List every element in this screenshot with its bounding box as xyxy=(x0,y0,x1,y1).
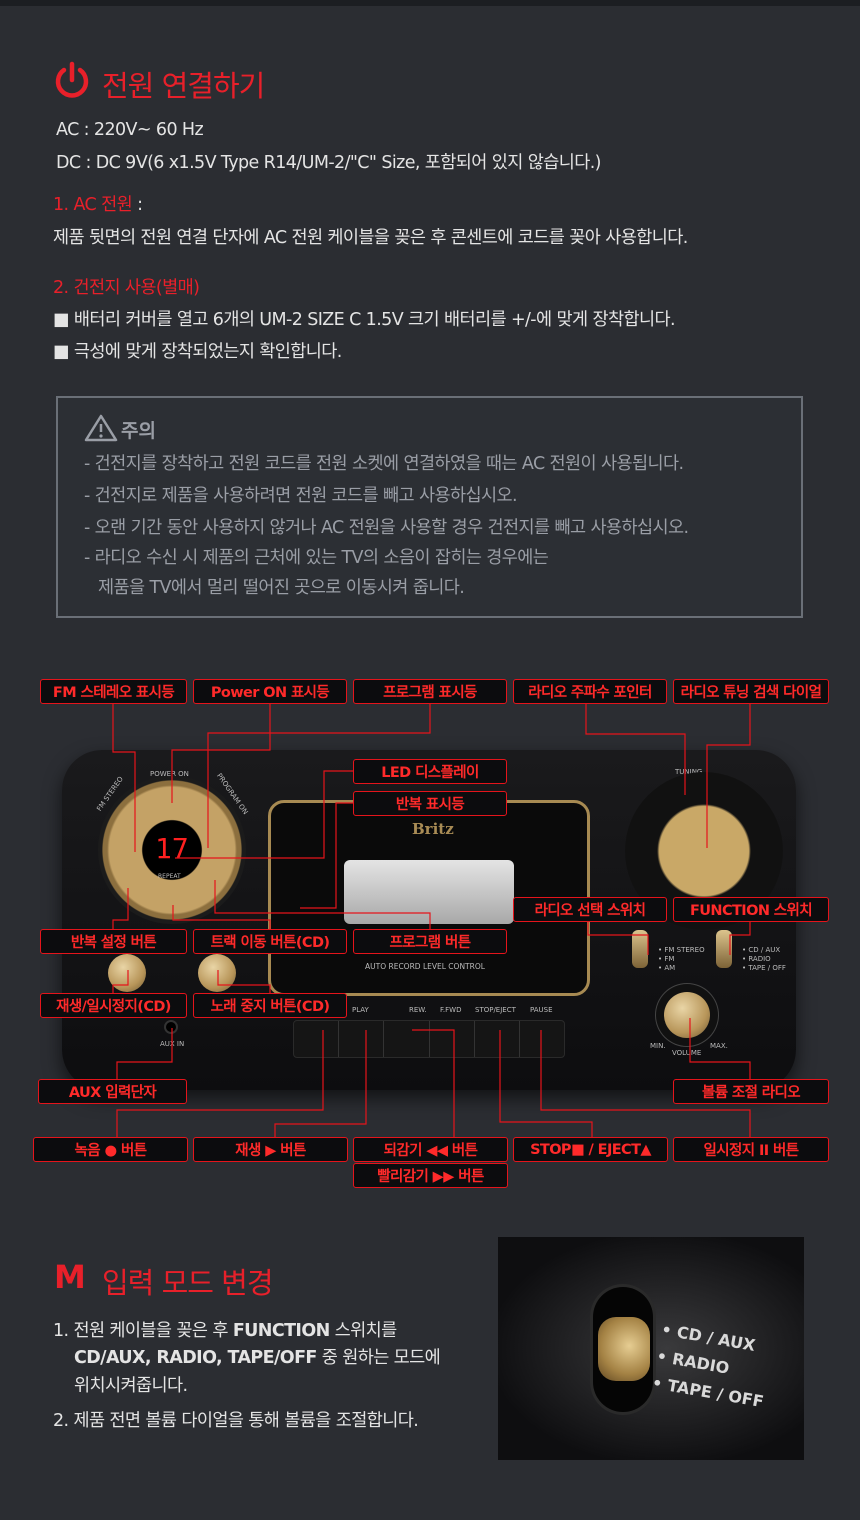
label-radio-select: 라디오 선택 스위치 xyxy=(513,897,667,922)
function-switch[interactable] xyxy=(716,930,732,968)
step1-text: 중 원하는 모드에 xyxy=(316,1348,441,1368)
stop-eject-text: STOP/EJECT xyxy=(475,1006,516,1014)
colon: : xyxy=(132,195,143,215)
repeat-text: REPEAT xyxy=(158,873,181,880)
label-power-on: Power ON 표시등 xyxy=(193,679,347,704)
label-track-button: 트랙 이동 버튼(CD) xyxy=(193,929,347,954)
function-switch-photo: • CD / AUX • RADIO • TAPE / OFF xyxy=(498,1237,804,1460)
mode-icon: M xyxy=(54,1258,86,1296)
power-section-title: 전원 연결하기 xyxy=(102,69,265,103)
step1-function: FUNCTION xyxy=(232,1321,330,1341)
step1-modes: CD/AUX, RADIO, TAPE/OFF xyxy=(74,1348,317,1368)
caution-item: - 건전지를 장착하고 전원 코드를 전원 소켓에 연결하였을 때는 AC 전원… xyxy=(84,454,684,474)
stop-cd-button[interactable] xyxy=(198,954,236,992)
led-display: 17 xyxy=(155,832,189,865)
label-program-indicator: 프로그램 표시등 xyxy=(353,679,507,704)
power-icon xyxy=(52,60,92,100)
label-record-button: 녹음 ● 버튼 xyxy=(33,1137,188,1162)
caution-item: - 건전지로 제품을 사용하려면 전원 코드를 빼고 사용하십시오. xyxy=(84,486,518,506)
step1-text: 스위치를 xyxy=(329,1321,398,1341)
battery-item: ■ 극성에 맞게 장착되었는지 확인합니다. xyxy=(53,342,342,362)
caution-box: 주의 - 건전지를 장착하고 전원 코드를 전원 소켓에 연결하였을 때는 AC… xyxy=(56,396,803,618)
label-fast-forward: 빨리감기 ▶▶ 버튼 xyxy=(353,1163,508,1188)
label-aux-input: AUX 입력단자 xyxy=(38,1079,187,1104)
ac-power-text: 제품 뒷면의 전원 연결 단자에 AC 전원 케이블을 꽂은 후 콘센트에 코드… xyxy=(53,228,688,248)
label-function-switch: FUNCTION 스위치 xyxy=(673,897,829,922)
label-play-pause-cd: 재생/일시정지(CD) xyxy=(40,993,187,1018)
band-switch[interactable] xyxy=(632,930,648,968)
play-text: PLAY xyxy=(352,1006,369,1014)
rew-text: REW. xyxy=(409,1006,427,1014)
band-option: • AM xyxy=(658,964,676,972)
caution-title: 주의 xyxy=(121,420,156,442)
label-repeat-button: 반복 설정 버튼 xyxy=(40,929,187,954)
volume-text: VOLUME xyxy=(672,1049,702,1057)
label-stop-eject: STOP■ / EJECT▲ xyxy=(513,1137,668,1162)
dc-spec: DC : DC 9V(6 x1.5V Type R14/UM-2/"C" Siz… xyxy=(56,153,602,173)
label-frequency-pointer: 라디오 주파수 포인터 xyxy=(513,679,667,704)
label-fm-stereo: FM 스테레오 표시등 xyxy=(40,679,187,704)
tuning-text: TUNING xyxy=(675,768,703,776)
caution-item: - 라디오 수신 시 제품의 근처에 있는 TV의 소음이 잡히는 경우에는 xyxy=(84,548,549,568)
step1-text: 1. 전원 케이블을 꽂은 후 xyxy=(53,1321,233,1341)
tape-buttons xyxy=(293,1020,565,1058)
switch-knob xyxy=(598,1317,650,1381)
label-play-button: 재생 ▶ 버튼 xyxy=(193,1137,348,1162)
mode-section-title: 입력 모드 변경 xyxy=(102,1266,274,1300)
function-option: • RADIO xyxy=(742,955,771,963)
ac-power-heading: 1. AC 전원 xyxy=(53,195,133,215)
function-option: • CD / AUX xyxy=(742,946,781,954)
max-text: MAX. xyxy=(710,1042,728,1050)
band-option: • FM xyxy=(658,955,675,963)
stop-eject-button[interactable] xyxy=(475,1021,520,1057)
label-volume: 볼륨 조절 라디오 xyxy=(673,1079,829,1104)
play-button[interactable] xyxy=(339,1021,385,1057)
rewind-button[interactable] xyxy=(384,1021,430,1057)
volume-knob[interactable] xyxy=(664,992,710,1038)
label-repeat-indicator: 반복 표시등 xyxy=(353,791,507,816)
fast-forward-button[interactable] xyxy=(430,1021,475,1057)
aux-in-jack[interactable] xyxy=(164,1020,178,1034)
arlc-text: AUTO RECORD LEVEL CONTROL xyxy=(365,962,485,971)
top-bar xyxy=(0,0,860,6)
label-stop-cd: 노래 중지 버튼(CD) xyxy=(193,993,347,1018)
power-on-text: POWER ON xyxy=(150,770,189,778)
label-program-button: 프로그램 버튼 xyxy=(353,929,507,954)
brand-logo: Britz xyxy=(412,820,454,838)
battery-heading: 2. 건전지 사용(별매) xyxy=(53,278,200,298)
min-text: MIN. xyxy=(650,1042,666,1050)
ac-spec: AC : 220V~ 60 Hz xyxy=(56,120,204,140)
caution-item: - 오랜 기간 동안 사용하지 않거나 AC 전원을 사용할 경우 건전지를 빼… xyxy=(84,518,689,538)
step1-text: 위치시켜줍니다. xyxy=(74,1376,188,1396)
battery-item: ■ 배터리 커버를 열고 6개의 UM-2 SIZE C 1.5V 크기 배터리… xyxy=(53,310,676,330)
warning-icon xyxy=(84,414,118,446)
band-option: • FM STEREO xyxy=(658,946,705,954)
function-option: • TAPE / OFF xyxy=(742,964,786,972)
play-pause-cd-button[interactable] xyxy=(108,954,146,992)
step2-text: 2. 제품 전면 볼륨 다이얼을 통해 볼륨을 조절합니다. xyxy=(53,1411,419,1431)
label-tuning-dial: 라디오 튜닝 검색 다이얼 xyxy=(673,679,829,704)
label-rewind-button: 되감기 ◀◀ 버튼 xyxy=(353,1137,508,1162)
pause-text: PAUSE xyxy=(530,1006,553,1014)
label-led-display: LED 디스플레이 xyxy=(353,759,507,784)
label-pause-button: 일시정지 II 버튼 xyxy=(673,1137,829,1162)
ffwd-text: F.FWD xyxy=(440,1006,462,1014)
caution-item: 제품을 TV에서 멀리 떨어진 곳으로 이동시켜 줍니다. xyxy=(98,578,465,598)
record-button[interactable] xyxy=(294,1021,340,1057)
